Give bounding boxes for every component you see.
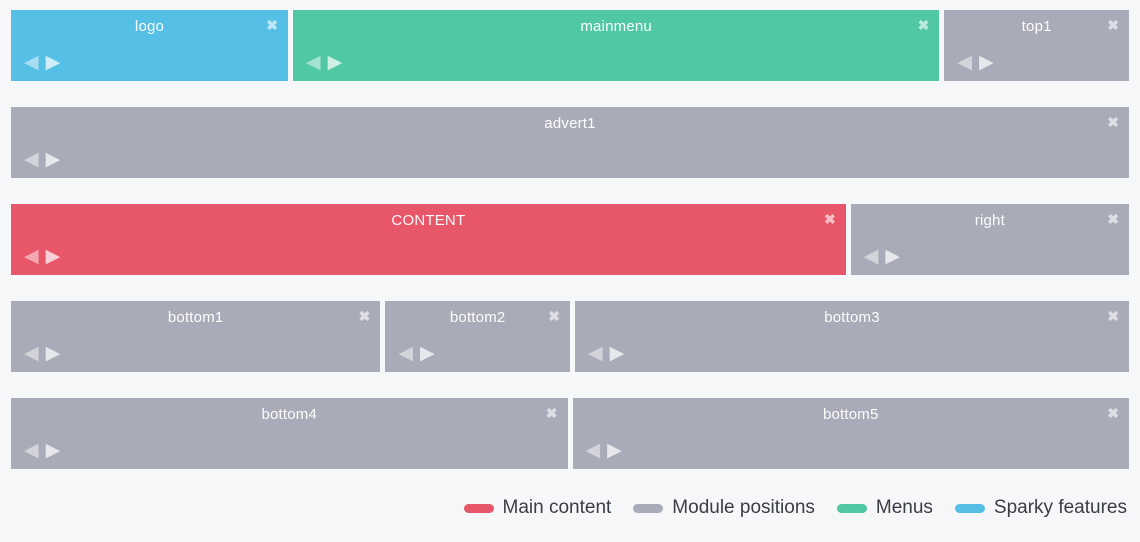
position-label: bottom4: [261, 406, 318, 423]
position-block-mainmenu[interactable]: mainmenu✖◀▶: [293, 10, 940, 81]
legend-label: Menus: [875, 497, 933, 518]
move-right-icon[interactable]: ▶: [45, 149, 61, 170]
position-block-logo[interactable]: logo✖◀▶: [11, 10, 288, 81]
move-arrows: ◀▶: [24, 150, 60, 170]
move-left-icon[interactable]: ◀: [24, 440, 39, 461]
position-block-bottom1[interactable]: bottom1✖◀▶: [11, 301, 381, 372]
legend-label: Sparky features: [993, 497, 1127, 518]
legend-swatch: [836, 503, 867, 513]
move-right-icon[interactable]: ▶: [978, 52, 994, 73]
position-label: advert1: [544, 115, 596, 132]
position-block-advert1[interactable]: advert1✖◀▶: [11, 107, 1129, 178]
legend-label: Main content: [502, 497, 612, 518]
position-block-bottom3[interactable]: bottom3✖◀▶: [575, 301, 1129, 372]
position-label: mainmenu: [580, 18, 652, 35]
move-arrows: ◀▶: [586, 441, 622, 461]
move-left-icon[interactable]: ◀: [306, 52, 321, 73]
position-label: bottom5: [822, 406, 879, 423]
move-right-icon[interactable]: ▶: [885, 246, 900, 267]
legend-swatch: [633, 503, 664, 513]
layout-row: logo✖◀▶mainmenu✖◀▶top1✖◀▶: [11, 10, 1129, 81]
move-right-icon[interactable]: ▶: [45, 246, 61, 267]
move-arrows: ◀▶: [957, 53, 993, 73]
move-left-icon[interactable]: ◀: [24, 246, 39, 267]
legend-item-module-positions: Module positions: [633, 497, 815, 519]
close-icon[interactable]: ✖: [824, 211, 836, 227]
move-left-icon[interactable]: ◀: [863, 246, 879, 267]
position-label: bottom3: [824, 309, 880, 326]
move-arrows: ◀▶: [306, 53, 342, 73]
move-right-icon[interactable]: ▶: [45, 343, 61, 364]
move-arrows: ◀▶: [24, 53, 60, 73]
legend-item-menus: Menus: [836, 497, 933, 519]
position-label: logo: [134, 18, 165, 35]
move-right-icon[interactable]: ▶: [607, 440, 622, 461]
close-icon[interactable]: ✖: [358, 308, 371, 324]
close-icon[interactable]: ✖: [1107, 211, 1119, 227]
move-right-icon[interactable]: ▶: [327, 52, 343, 73]
close-icon[interactable]: ✖: [1107, 114, 1119, 130]
layout-row: CONTENT✖◀▶right✖◀▶: [11, 204, 1129, 275]
position-block-top1[interactable]: top1✖◀▶: [944, 10, 1129, 81]
position-label: bottom1: [167, 309, 224, 326]
close-icon[interactable]: ✖: [1107, 17, 1119, 33]
move-arrows: ◀▶: [864, 247, 900, 267]
move-left-icon[interactable]: ◀: [398, 343, 413, 364]
legend-item-main-content: Main content: [463, 497, 612, 519]
move-left-icon[interactable]: ◀: [24, 149, 39, 170]
legend-item-sparky-features: Sparky features: [954, 497, 1127, 519]
layout-rows: logo✖◀▶mainmenu✖◀▶top1✖◀▶advert1✖◀▶CONTE…: [11, 10, 1129, 469]
close-icon[interactable]: ✖: [1107, 308, 1119, 324]
close-icon[interactable]: ✖: [548, 308, 560, 324]
move-arrows: ◀▶: [24, 344, 60, 364]
move-right-icon[interactable]: ▶: [609, 343, 625, 364]
legend-swatch: [954, 503, 985, 513]
move-left-icon[interactable]: ◀: [24, 343, 39, 364]
position-label: CONTENT: [391, 212, 466, 229]
layout-row: bottom1✖◀▶bottom2✖◀▶bottom3✖◀▶: [11, 301, 1129, 372]
move-right-icon[interactable]: ▶: [45, 52, 61, 73]
move-right-icon[interactable]: ▶: [419, 343, 435, 364]
move-arrows: ◀▶: [398, 344, 434, 364]
move-arrows: ◀▶: [24, 441, 60, 461]
position-block-right[interactable]: right✖◀▶: [850, 204, 1129, 275]
legend-label: Module positions: [672, 497, 815, 518]
close-icon[interactable]: ✖: [266, 17, 278, 33]
position-block-bottom4[interactable]: bottom4✖◀▶: [11, 398, 568, 469]
close-icon[interactable]: ✖: [545, 405, 558, 421]
move-left-icon[interactable]: ◀: [585, 440, 601, 461]
position-label: right: [974, 212, 1005, 229]
move-left-icon[interactable]: ◀: [588, 343, 603, 364]
position-label: bottom2: [449, 309, 506, 326]
move-left-icon[interactable]: ◀: [957, 52, 972, 73]
legend-swatch: [463, 503, 494, 513]
position-block-content[interactable]: CONTENT✖◀▶: [11, 204, 846, 275]
position-label: top1: [1021, 18, 1052, 35]
position-block-bottom2[interactable]: bottom2✖◀▶: [385, 301, 570, 372]
legend: Main content Module positions Menus Sparky …: [463, 497, 1127, 519]
move-right-icon[interactable]: ▶: [45, 440, 61, 461]
move-arrows: ◀▶: [24, 247, 60, 267]
layout-row: advert1✖◀▶: [11, 107, 1129, 178]
close-icon[interactable]: ✖: [917, 17, 930, 33]
close-icon[interactable]: ✖: [1107, 405, 1119, 421]
layout-row: bottom4✖◀▶bottom5✖◀▶: [11, 398, 1129, 469]
position-block-bottom5[interactable]: bottom5✖◀▶: [572, 398, 1129, 469]
move-arrows: ◀▶: [588, 344, 624, 364]
move-left-icon[interactable]: ◀: [24, 52, 39, 73]
